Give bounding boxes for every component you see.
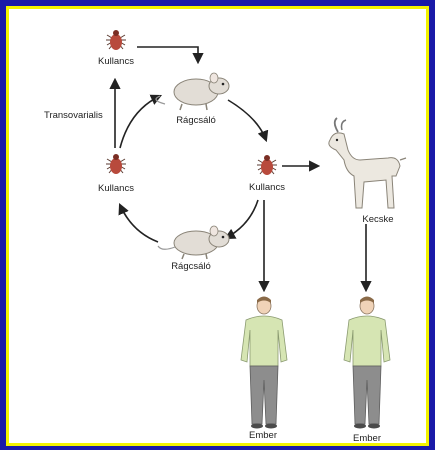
label-human-right: Ember	[353, 433, 381, 443]
label-tick-top: Kullancs	[98, 56, 134, 67]
goat-icon	[329, 118, 406, 208]
tick-icon-top	[106, 30, 126, 50]
tick-icon-center	[257, 155, 277, 175]
rat-icon-top	[156, 73, 229, 110]
tick-icon-left	[106, 154, 126, 174]
diagram-canvas: Kullancs Rágcsáló Transovarialis Kullanc…	[9, 9, 426, 443]
arrow-rodent-bottom-to-tick-left	[120, 205, 158, 242]
rat-icon-bottom	[158, 226, 229, 259]
human-icon-right	[344, 297, 390, 429]
arrows	[115, 47, 366, 290]
label-rodent-top: Rágcsáló	[176, 115, 216, 126]
arrow-tick-left-to-rodent-top	[120, 96, 160, 148]
label-rodent-bottom: Rágcsáló	[171, 261, 211, 272]
arrow-rodent-to-tick-center	[228, 100, 266, 140]
label-human-left: Ember	[249, 430, 277, 441]
label-tick-center: Kullancs	[249, 182, 285, 193]
transmission-diagram: Kullancs Rágcsáló Transovarialis Kullanc…	[9, 9, 426, 443]
arrow-tick-center-to-rodent-bottom	[226, 200, 258, 238]
arrow-tick-to-rodent	[137, 47, 198, 62]
label-transovarial: Transovarialis	[44, 110, 103, 121]
inner-frame: Kullancs Rágcsáló Transovarialis Kullanc…	[6, 6, 429, 446]
label-tick-left: Kullancs	[98, 183, 134, 194]
human-icon-left	[241, 297, 287, 429]
label-goat: Kecske	[362, 214, 393, 225]
